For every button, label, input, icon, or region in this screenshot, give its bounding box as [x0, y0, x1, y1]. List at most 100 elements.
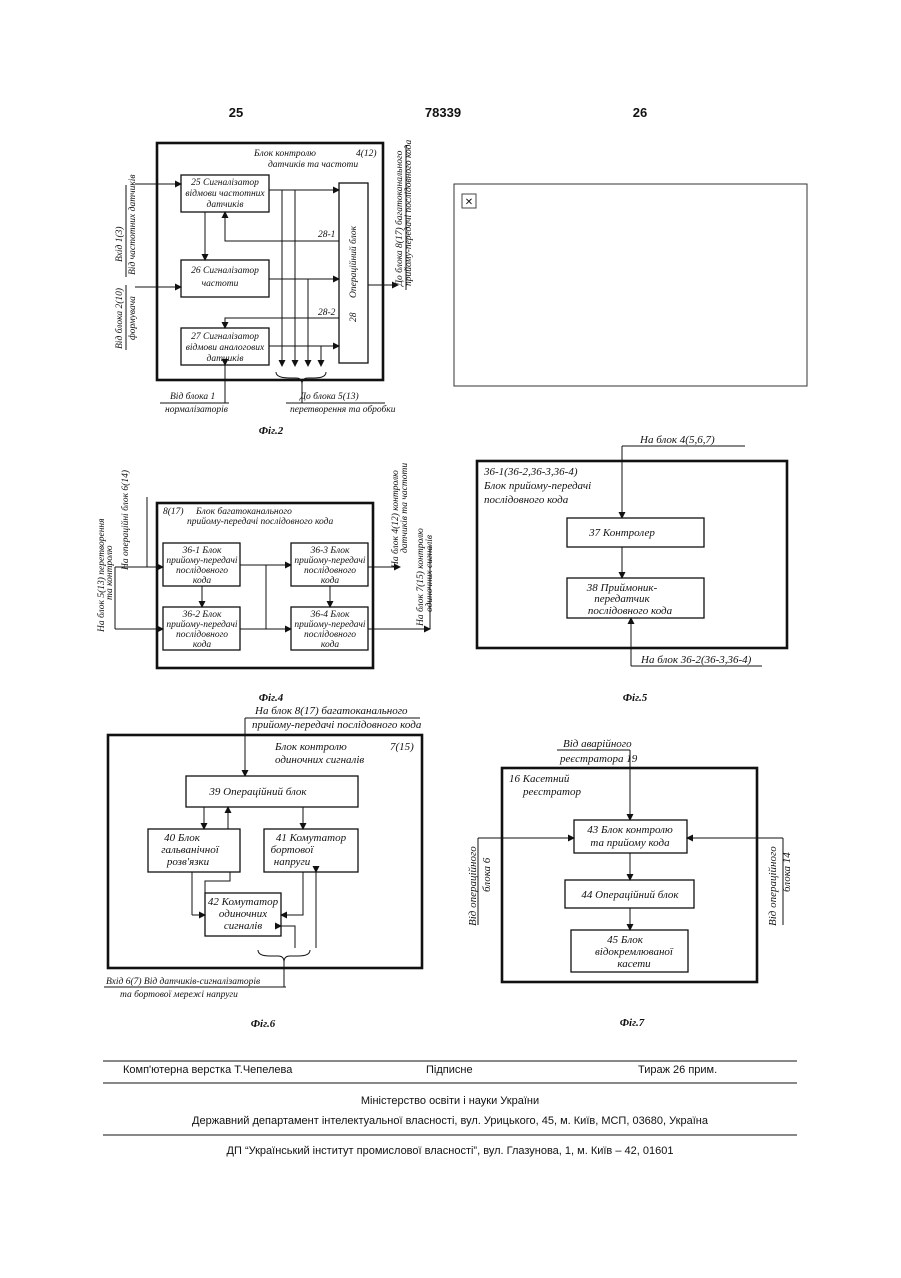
- fig6-b40-l2: гальванічної: [161, 844, 220, 856]
- fig6-title-line1: Блок контролю: [274, 741, 347, 753]
- fig7-right-line1: Від операційного: [767, 846, 779, 926]
- fig7-title-line2: реєстратор: [522, 786, 581, 798]
- fig2-input2-line2: формувача: [127, 296, 138, 340]
- fig6-bottom-line1: Вхід 6(7) Від датчиків-сигналізаторів: [106, 976, 260, 987]
- fig4-right2-line2: одиночних сигналів: [424, 535, 435, 612]
- fig4-b361-l4: кода: [193, 575, 212, 586]
- fig2-title-line2: датчиків та частоти: [268, 159, 358, 170]
- fig7-top-line1: Від аварійного: [563, 738, 632, 750]
- fig2-b26-line1: 26 Сигналізатор: [191, 266, 259, 276]
- fig5-title-line3: послідовного кода: [484, 494, 569, 506]
- fig5-title-line1: 36-1(36-2,36-3,36-4): [483, 466, 578, 478]
- fig6-b40-l1: 40 Блок: [164, 832, 201, 844]
- fig6-bottom-line2: та бортової мережі напруги: [120, 989, 238, 1000]
- fig2-b26-line2: частоти: [202, 279, 239, 289]
- fig4-b364-l4: кода: [321, 639, 340, 650]
- fig7-right-line2: блока 14: [781, 852, 793, 892]
- fig5-title-line2: Блок прийому-передачі: [483, 480, 591, 492]
- fig6-caption: Фіг.6: [251, 1018, 276, 1030]
- fig5-b38-line2: передатчик: [594, 593, 650, 605]
- page-header: 25 78339 26: [229, 105, 647, 120]
- fig5-bottom-label: На блок 36-2(36-3,36-4): [640, 654, 752, 666]
- fig4-title-number: 8(17): [163, 506, 184, 517]
- fig4-b363-l4: кода: [321, 575, 340, 586]
- figure-2: Блок контролю 4(12) датчиків та частоти …: [114, 140, 414, 437]
- fig4-b364-l2: прийому-передачі: [294, 619, 365, 630]
- fig2-b27-line1: 27 Сигналізатор: [191, 332, 259, 342]
- fig6-b42-l2: одиночних: [219, 908, 267, 920]
- fig4-b364-l1: 36-4 Блок: [310, 610, 350, 620]
- fig4-caption: Фіг.4: [259, 692, 284, 704]
- footer-ministry: Міністерство освіти і науки України: [361, 1095, 539, 1107]
- fig7-b43-l2: та прийому кода: [590, 837, 670, 849]
- fig4-b362-l3: послідовного: [176, 629, 228, 640]
- fig2-wire-28-1: 28-1: [318, 230, 335, 240]
- fig6-b41-l2: бортової: [271, 844, 315, 856]
- footer-department: Державний департамент інтелектуальної вл…: [192, 1115, 709, 1127]
- footer-circulation: Тираж 26 прим.: [638, 1064, 717, 1076]
- fig2-b27-line3: датчиків: [207, 353, 244, 364]
- fig6-b42-l1: 42 Комутатор: [208, 896, 279, 908]
- fig2-op-number: 28: [349, 312, 359, 322]
- fig4-title-line1: Блок багатоканального: [195, 506, 292, 517]
- fig6-top-line2: прийому-передачі послідовного кода: [252, 719, 422, 731]
- fig4-right1-line2: датчиків та частоти: [399, 463, 410, 553]
- fig6-title-number: 7(15): [390, 741, 414, 753]
- fig7-b44-label: 44 Операційний блок: [581, 889, 679, 901]
- figure-4: 8(17) Блок багатоканального прийому-пере…: [96, 463, 435, 704]
- fig7-title-line1: 16 Касетний: [509, 773, 570, 785]
- fig7-top-line2: реєстратора 19: [559, 753, 638, 765]
- fig6-b40-l3: розв'язки: [166, 856, 210, 868]
- fig4-b361-l1: 36-1 Блок: [182, 546, 222, 556]
- figure-5: На блок 4(5,6,7) 36-1(36-2,36-3,36-4) Бл…: [477, 434, 787, 704]
- fig7-left-line1: Від операційного: [467, 846, 479, 926]
- fig2-b25-line3: датчиків: [207, 199, 244, 210]
- fig7-b45-l1: 45 Блок: [607, 934, 644, 946]
- fig6-top-line1: На блок 8(17) багатоканального: [254, 705, 408, 717]
- right-page-number: 26: [633, 105, 647, 120]
- fig6-b42-l3: сигналів: [224, 920, 262, 932]
- fig6-title-line2: одиночних сигналів: [275, 754, 364, 766]
- fig2-title-number: 4(12): [356, 148, 377, 159]
- fig5-caption: Фіг.5: [623, 692, 648, 704]
- figure-7: Від аварійного реєстратора 19 16 Касетни…: [467, 738, 793, 1029]
- fig4-title-line2: прийому-передачі послідовного кода: [187, 516, 333, 527]
- fig2-input2-line1: Від блока 2(10): [114, 288, 125, 349]
- fig6-b41-l1: 41 Комутатор: [276, 832, 347, 844]
- patent-number: 78339: [425, 105, 461, 120]
- fig5-top-label: На блок 4(5,6,7): [639, 434, 715, 446]
- fig4-b364-l3: послідовного: [304, 629, 356, 640]
- fig7-b45-l2: відокремлюваної: [595, 946, 674, 958]
- fig5-b38-line3: послідовного кода: [588, 605, 673, 617]
- fig4-b363-l1: 36-3 Блок: [310, 546, 350, 556]
- fig2-op-label: Операційний блок: [348, 225, 359, 298]
- fig7-caption: Фіг.7: [620, 1017, 645, 1029]
- broken-image-icon: ✕: [465, 197, 473, 208]
- fig7-b45-l3: касети: [617, 958, 651, 970]
- fig4-left2: На операційні блок 6(14): [120, 470, 131, 571]
- fig4-b363-l2: прийому-передачі: [294, 555, 365, 566]
- fig2-input1-line1: Вхід 1(3): [114, 226, 125, 262]
- fig2-input1-line2: Від частотних датчиків: [127, 174, 138, 275]
- fig4-b362-l4: кода: [193, 639, 212, 650]
- fig2-caption: Фіг.2: [259, 425, 284, 437]
- fig5-b37-label: 37 Контролер: [588, 527, 655, 539]
- fig4-b361-l2: прийому-передачі: [166, 555, 237, 566]
- fig2-bottom2-line1: До блока 5(13): [299, 391, 359, 402]
- page-footer: Комп'ютерна верстка Т.Чепелева Підписне …: [103, 1061, 797, 1157]
- fig2-b27-line2: відмови аналогових: [186, 342, 265, 353]
- fig6-b41-l3: напруги: [274, 856, 311, 868]
- fig2-output-line2: прийому-передачі послідовного кода: [403, 140, 414, 286]
- fig4-b362-l2: прийому-передачі: [166, 619, 237, 630]
- fig2-b25-line1: 25 Сигналізатор: [191, 178, 259, 188]
- fig7-b43-l1: 43 Блок контролю: [587, 824, 673, 836]
- fig4-b361-l3: послідовного: [176, 565, 228, 576]
- fig2-wire-28-2: 28-2: [318, 308, 336, 318]
- fig4-left1-line2: та контролю: [105, 545, 115, 600]
- fig2-title-line1: Блок контролю: [253, 149, 316, 159]
- footer-signed: Підписне: [426, 1064, 473, 1076]
- fig4-b362-l1: 36-2 Блок: [182, 610, 222, 620]
- fig7-left-line2: блока 6: [481, 857, 493, 892]
- fig2-bottom1-line1: Від блока 1: [170, 391, 215, 402]
